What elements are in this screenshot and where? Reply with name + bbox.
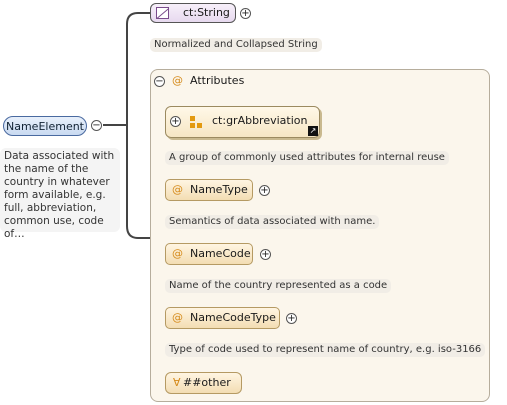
root-element-label: NameElement [6,120,84,133]
root-description-line: common use, code of… [4,215,104,240]
root-description-line: country in whatever [4,176,110,188]
simple-type-icon [156,7,169,19]
attribute-at-icon: @ [172,183,183,196]
expand-group-icon[interactable]: + [170,116,181,127]
collapse-attributes-icon[interactable]: − [154,76,165,87]
root-description-line: the name of the [4,163,89,175]
attribute-description: Semantics of data associated with name. [165,215,380,229]
type-label: ct:String [183,6,230,19]
type-description: Normalized and Collapsed String [150,38,322,52]
reference-link-icon[interactable]: ↗ [308,126,318,136]
type-ct-string[interactable]: ct:String [150,3,236,23]
attribute-label: NameCodeType [190,311,276,324]
attribute-group-ct-grabbreviation[interactable]: + ct:grAbbreviation ↗ [165,106,320,138]
attribute-at-icon: @ [172,74,183,87]
attribute-label: NameCode [190,247,251,260]
attribute-description: Type of code used to represent name of c… [165,343,486,357]
root-description-line: Data associated with [4,150,115,162]
attribute-group-description: A group of commonly used attributes for … [165,151,449,165]
attribute-namecode[interactable]: @ NameCode [165,243,253,265]
wildcard-icon: ∀ [173,376,181,389]
root-description-line: form available, e.g. [4,189,106,201]
attribute-at-icon: @ [172,311,183,324]
root-element[interactable]: NameElement [3,116,87,136]
collapse-toggle-icon[interactable]: − [91,120,102,131]
any-attribute[interactable]: ∀ ##other [165,372,242,394]
expand-type-icon[interactable]: + [240,8,251,19]
attribute-nametype[interactable]: @ NameType [165,179,253,201]
expand-nametype-icon[interactable]: + [259,185,270,196]
root-description: Data associated with the name of the cou… [0,148,120,240]
expand-namecodetype-icon[interactable]: + [286,313,297,324]
attribute-namecodetype[interactable]: @ NameCodeType [165,307,280,329]
attribute-label: NameType [190,183,248,196]
root-description-line: full, abbreviation, [4,202,97,214]
attributes-header: Attributes [190,74,245,87]
attribute-at-icon: @ [172,247,183,260]
attribute-group-label: ct:grAbbreviation [212,114,308,127]
any-attribute-label: ##other [183,376,231,389]
expand-namecode-icon[interactable]: + [260,249,271,260]
attribute-description: Name of the country represented as a cod… [165,279,392,293]
